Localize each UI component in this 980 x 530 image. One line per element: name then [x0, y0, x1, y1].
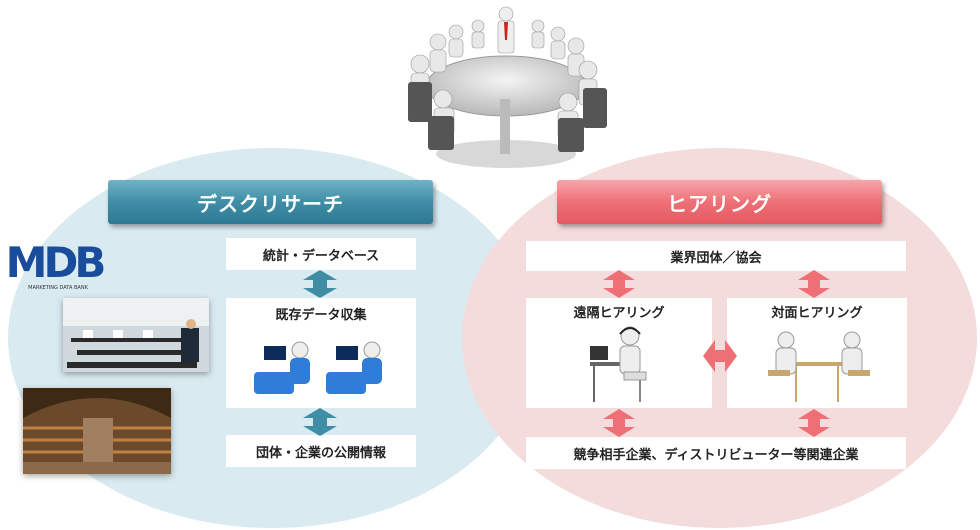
double-arrow-icon	[603, 270, 635, 298]
industry-association-box: 業界団体／協会	[526, 241, 906, 271]
mdb-logo: MDB MARKETING DATA BANK	[6, 238, 106, 291]
face-to-face-hearing-label: 対面ヒアリング	[771, 306, 863, 321]
svg-text:MARKETING DATA BANK: MARKETING DATA BANK	[28, 285, 88, 291]
public-information-box: 団体・企業の公開情報	[226, 435, 416, 467]
office-photo	[63, 298, 209, 372]
svg-text:MDB: MDB	[6, 238, 105, 287]
double-arrow-icon	[303, 270, 337, 298]
remote-hearing-box: 遠隔ヒアリング	[526, 298, 712, 408]
hearing-header: ヒアリング	[557, 180, 882, 224]
statistics-database-box: 統計・データベース	[226, 238, 416, 270]
double-arrow-icon	[603, 409, 635, 437]
meeting-table-icon	[408, 6, 607, 168]
existing-data-collection-label: 既存データ収集	[275, 308, 367, 323]
desk-research-header: デスクリサーチ	[108, 180, 433, 224]
headset-operator-icon	[590, 326, 647, 402]
remote-hearing-label: 遠隔ヒアリング	[573, 306, 665, 321]
double-arrow-icon	[798, 270, 830, 298]
laptop-workers-icon	[254, 341, 382, 394]
double-arrow-icon	[303, 408, 337, 436]
double-arrow-icon	[798, 409, 830, 437]
library-photo	[23, 388, 171, 474]
face-to-face-hearing-box: 対面ヒアリング	[727, 298, 907, 408]
related-companies-box: 競争相手企業、ディストリビューター等関連企業	[526, 437, 906, 469]
horizontal-double-arrow-icon	[703, 340, 737, 372]
face-to-face-meeting-icon	[768, 331, 870, 402]
